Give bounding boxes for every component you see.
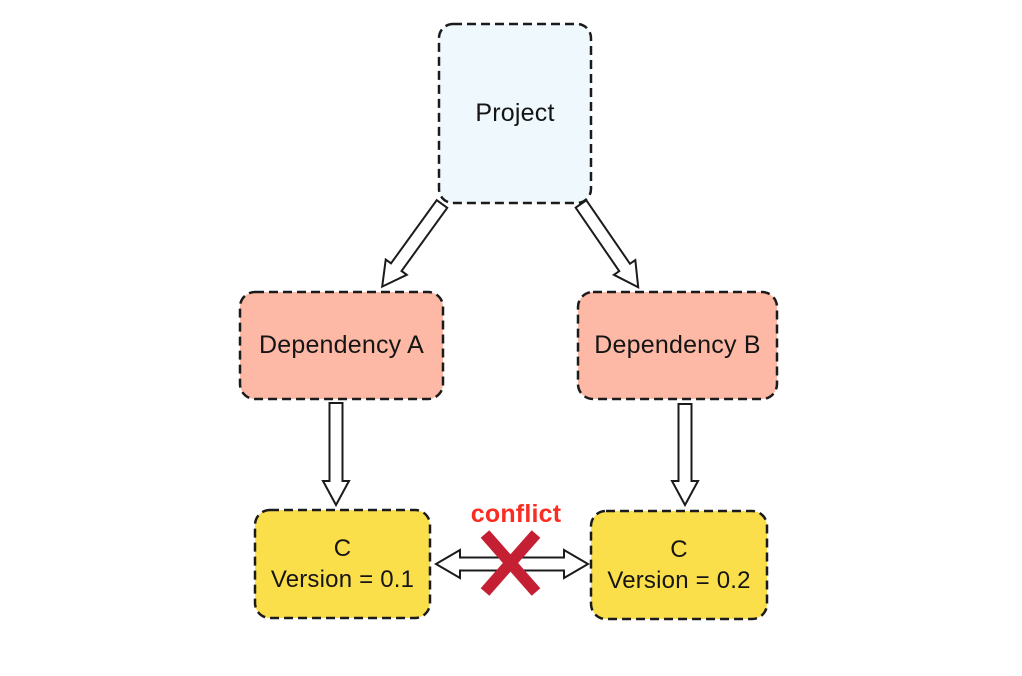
dependency-a-node-box	[238, 290, 445, 401]
c-version-02-node-box	[589, 509, 769, 621]
c-version-01-node-box	[253, 508, 432, 620]
dependency-b-node-box	[576, 290, 779, 401]
conflict-x-icon	[480, 530, 541, 596]
arrow-project-to-dependency-b-icon	[574, 198, 640, 289]
conflict-x-stroke-2	[480, 530, 541, 596]
arrow-dependency-b-to-c02-icon	[670, 403, 700, 508]
arrow-dependency-a-to-c01-icon	[321, 402, 351, 508]
project-node-box	[437, 22, 593, 205]
arrow-project-to-dependency-a-icon	[380, 198, 449, 289]
